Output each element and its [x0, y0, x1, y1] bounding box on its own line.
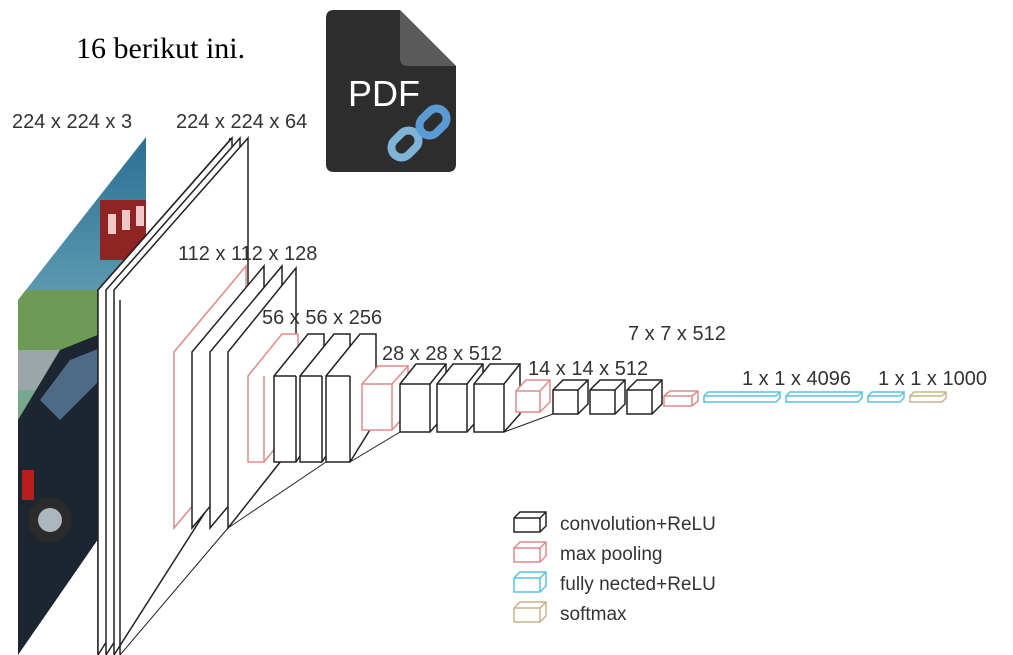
conv1-size-label: 224 x 224 x 64 — [176, 111, 307, 133]
legend-label-pool: max pooling — [560, 544, 662, 565]
legend-item-conv: convolution+ReLU — [513, 511, 716, 535]
legend-label-fc: fully nected+ReLU — [560, 574, 716, 595]
legend-swatch-conv — [513, 511, 547, 533]
legend-item-softmax: softmax — [513, 601, 627, 625]
legend-label-conv: convolution+ReLU — [560, 514, 716, 535]
input-size-label: 224 x 224 x 3 — [12, 111, 132, 133]
softmax-block — [909, 391, 947, 403]
pool4-slab — [515, 379, 551, 413]
legend-item-fc: fully nected+ReLU — [513, 571, 716, 595]
fc3-slab — [867, 391, 905, 403]
legend-swatch-pool — [513, 541, 547, 563]
conv4-block — [361, 363, 521, 433]
conv3-size-label: 56 x 56 x 256 — [262, 307, 382, 329]
conv4-size-label: 28 x 28 x 512 — [382, 343, 502, 365]
conv5-size-label: 14 x 14 x 512 — [528, 358, 648, 380]
pdf-icon-label: PDF — [348, 73, 420, 114]
softmax-size-label: 1 x 1 x 1000 — [878, 368, 987, 390]
conv2-size-label: 112 x 112 x 128 — [178, 243, 317, 265]
conv5-block — [515, 379, 663, 415]
fc-block — [703, 391, 905, 403]
fc1-slab — [703, 391, 781, 403]
pool5-size-label: 7 x 7 x 512 — [628, 323, 726, 345]
pool5-block — [663, 390, 699, 407]
fc2-slab — [785, 391, 863, 403]
conv3-block — [247, 333, 377, 463]
link-chain-icon — [387, 104, 451, 162]
legend-swatch-fc — [513, 571, 547, 593]
legend-item-pool: max pooling — [513, 541, 662, 565]
legend: convolution+ReLU max pooling fully necte… — [513, 511, 716, 625]
pdf-link-icon[interactable]: PDF — [326, 10, 456, 172]
legend-swatch-softmax — [513, 601, 547, 623]
perspective-lines — [119, 413, 554, 655]
fc-size-label: 1 x 1 x 4096 — [742, 368, 851, 390]
caption-text: 16 berikut ini. — [76, 32, 245, 65]
legend-label-softmax: softmax — [560, 604, 627, 625]
